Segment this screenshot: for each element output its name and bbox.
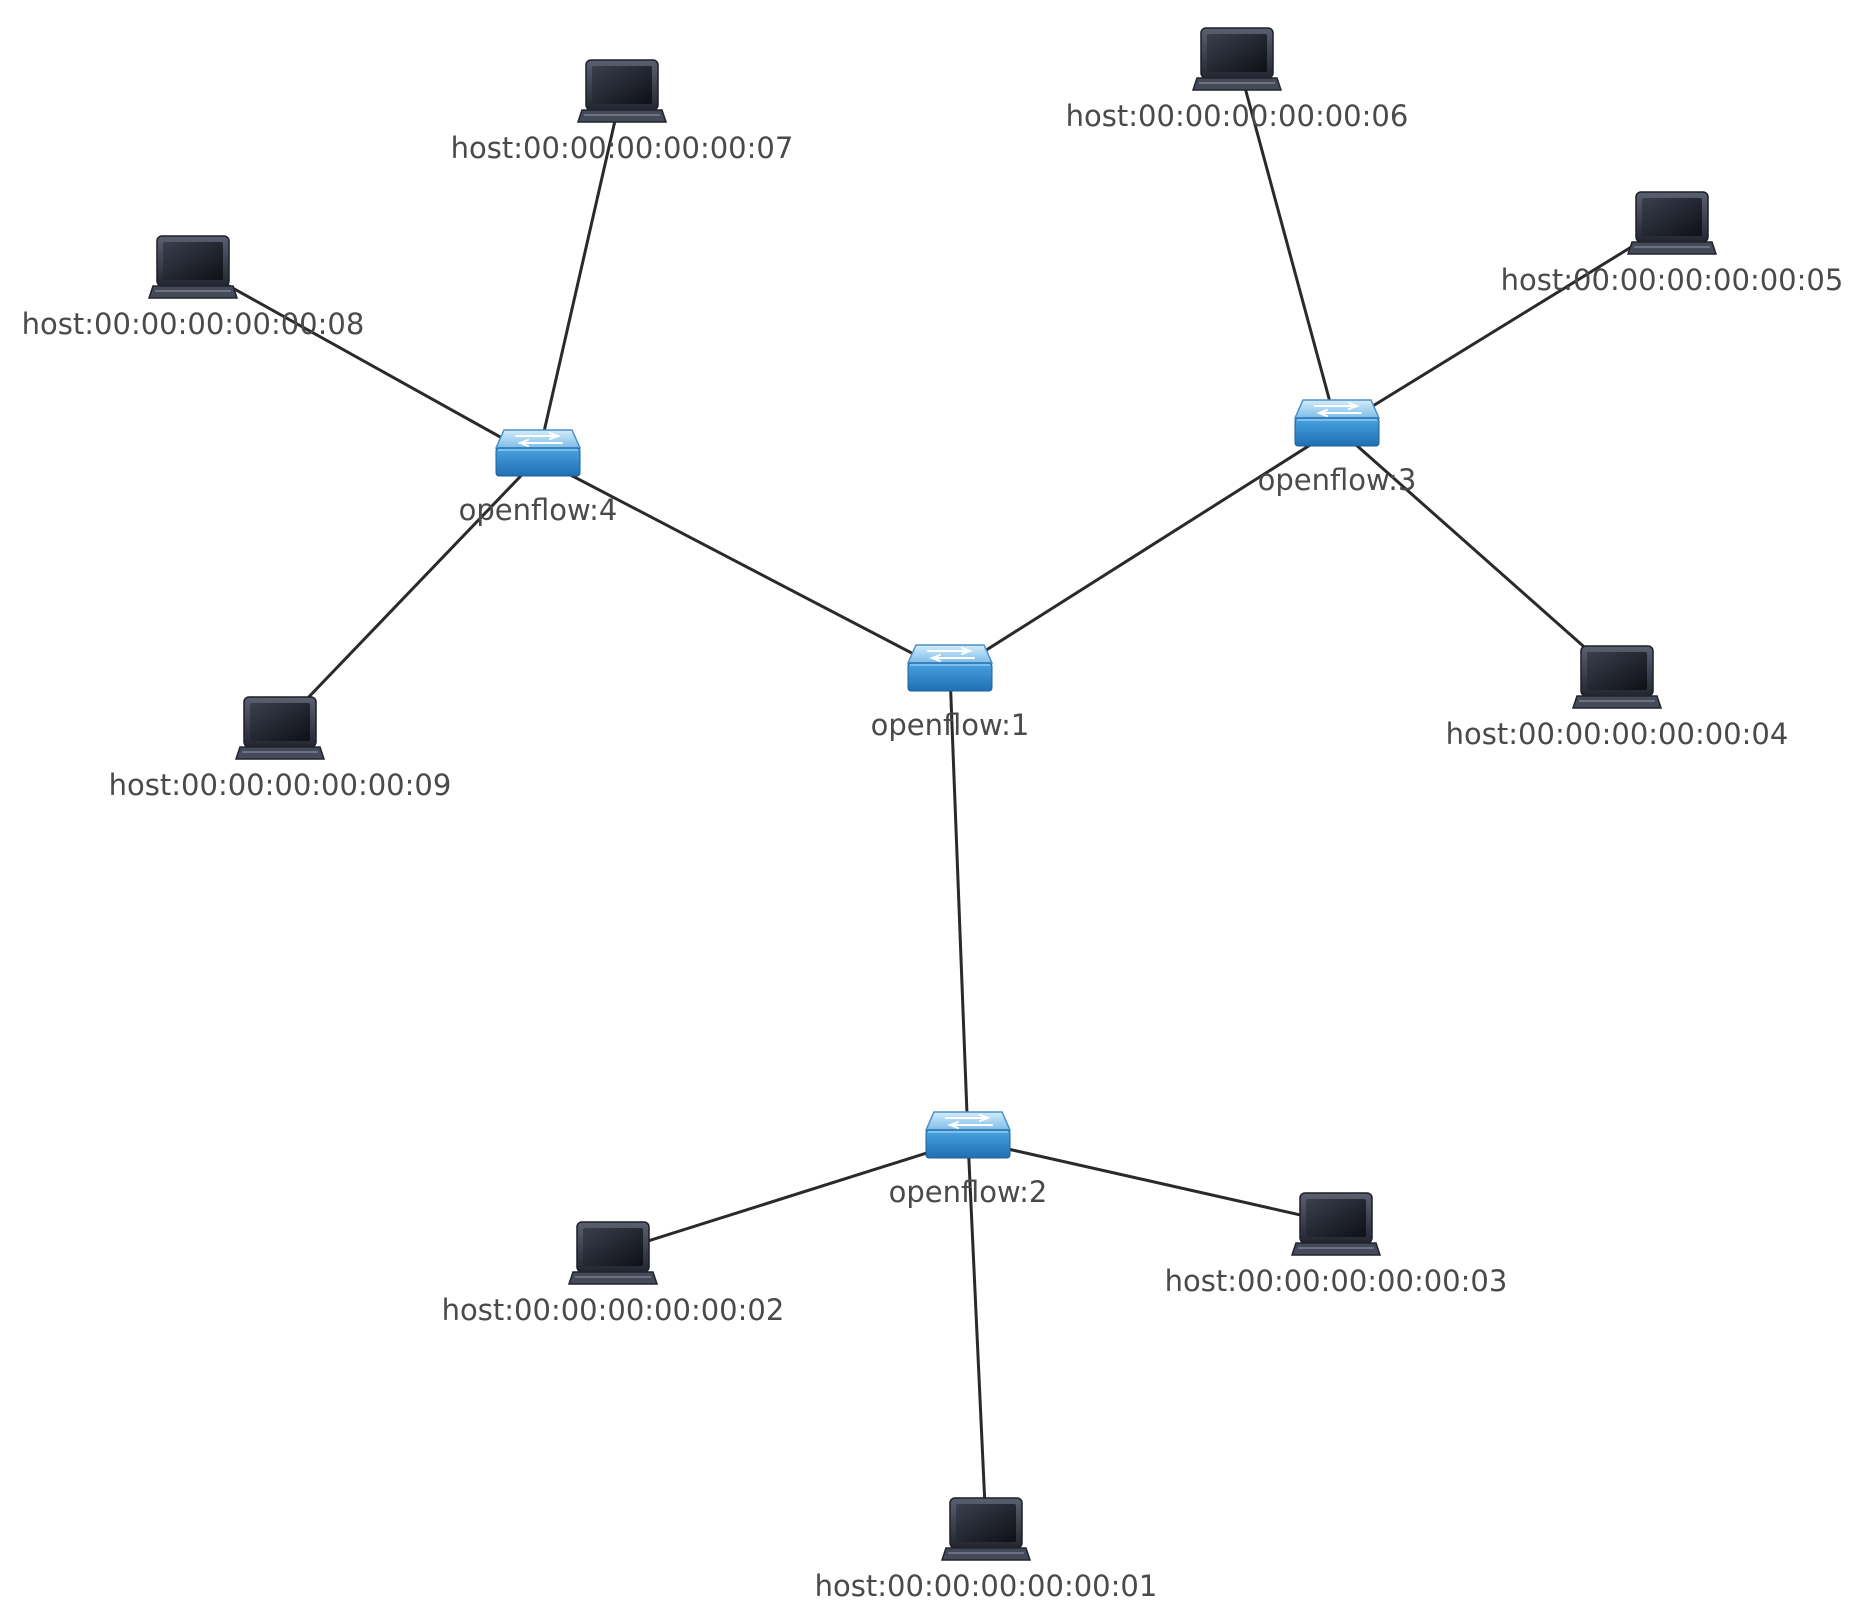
switch-node-openflow-4[interactable]: openflow:4 xyxy=(459,429,618,527)
link-openflow-4-to-host-00-00-00-00-00-07 xyxy=(536,89,624,459)
switch-label: openflow:1 xyxy=(871,708,1030,742)
link-openflow-4-to-host-00-00-00-00-00-08 xyxy=(192,264,539,460)
host-node-host-00-00-00-00-00-07[interactable]: host:00:00:00:00:00:07 xyxy=(451,59,794,165)
laptop-icon xyxy=(1626,191,1718,255)
link-openflow-1-to-openflow-2 xyxy=(948,672,970,1141)
link-openflow-3-to-host-00-00-00-00-00-06 xyxy=(1235,57,1339,429)
host-label: host:00:00:00:00:00:09 xyxy=(109,768,452,802)
host-node-host-00-00-00-00-00-08[interactable]: host:00:00:00:00:00:08 xyxy=(22,235,365,341)
host-label: host:00:00:00:00:00:05 xyxy=(1501,263,1844,297)
switch-node-openflow-2[interactable]: openflow:2 xyxy=(889,1111,1048,1209)
switch-label: openflow:2 xyxy=(889,1175,1048,1209)
host-label: host:00:00:00:00:00:03 xyxy=(1165,1264,1508,1298)
network-switch-icon xyxy=(906,644,994,692)
host-label: host:00:00:00:00:00:01 xyxy=(815,1569,1158,1603)
switch-label: openflow:3 xyxy=(1258,463,1417,497)
host-node-host-00-00-00-00-00-03[interactable]: host:00:00:00:00:00:03 xyxy=(1165,1192,1508,1298)
host-label: host:00:00:00:00:00:07 xyxy=(451,131,794,165)
link-openflow-3-to-host-00-00-00-00-00-04 xyxy=(1336,426,1618,678)
link-openflow-4-to-host-00-00-00-00-00-09 xyxy=(278,456,540,729)
host-node-host-00-00-00-00-00-06[interactable]: host:00:00:00:00:00:06 xyxy=(1066,27,1409,133)
host-label: host:00:00:00:00:00:02 xyxy=(442,1293,785,1327)
host-label: host:00:00:00:00:00:08 xyxy=(22,307,365,341)
link-openflow-2-to-host-00-00-00-00-00-02 xyxy=(612,1138,969,1254)
laptop-icon xyxy=(1290,1192,1382,1256)
link-openflow-2-to-host-00-00-00-00-00-01 xyxy=(966,1139,988,1529)
link-openflow-1-to-openflow-4 xyxy=(537,456,951,675)
network-switch-icon xyxy=(1293,399,1381,447)
link-openflow-1-to-openflow-3 xyxy=(949,426,1338,675)
links-layer xyxy=(192,57,1673,1529)
host-node-host-00-00-00-00-00-02[interactable]: host:00:00:00:00:00:02 xyxy=(442,1221,785,1327)
laptop-icon xyxy=(1571,645,1663,709)
host-node-host-00-00-00-00-00-09[interactable]: host:00:00:00:00:00:09 xyxy=(109,696,452,802)
network-switch-icon xyxy=(924,1111,1012,1159)
laptop-icon xyxy=(567,1221,659,1285)
link-openflow-2-to-host-00-00-00-00-00-03 xyxy=(967,1138,1337,1225)
switch-node-openflow-3[interactable]: openflow:3 xyxy=(1258,399,1417,497)
laptop-icon xyxy=(234,696,326,760)
host-node-host-00-00-00-00-00-04[interactable]: host:00:00:00:00:00:04 xyxy=(1446,645,1789,751)
link-openflow-3-to-host-00-00-00-00-00-05 xyxy=(1336,220,1673,430)
host-label: host:00:00:00:00:00:06 xyxy=(1066,99,1409,133)
laptop-icon xyxy=(576,59,668,123)
network-switch-icon xyxy=(494,429,582,477)
switch-label: openflow:4 xyxy=(459,493,618,527)
host-node-host-00-00-00-00-00-05[interactable]: host:00:00:00:00:00:05 xyxy=(1501,191,1844,297)
laptop-icon xyxy=(1191,27,1283,91)
laptop-icon xyxy=(940,1497,1032,1561)
nodes-layer: openflow:1 openflow:2 openflow:3 openflow:4… xyxy=(22,27,1844,1603)
host-node-host-00-00-00-00-00-01[interactable]: host:00:00:00:00:00:01 xyxy=(815,1497,1158,1603)
laptop-icon xyxy=(147,235,239,299)
switch-node-openflow-1[interactable]: openflow:1 xyxy=(871,644,1030,742)
host-label: host:00:00:00:00:00:04 xyxy=(1446,717,1789,751)
